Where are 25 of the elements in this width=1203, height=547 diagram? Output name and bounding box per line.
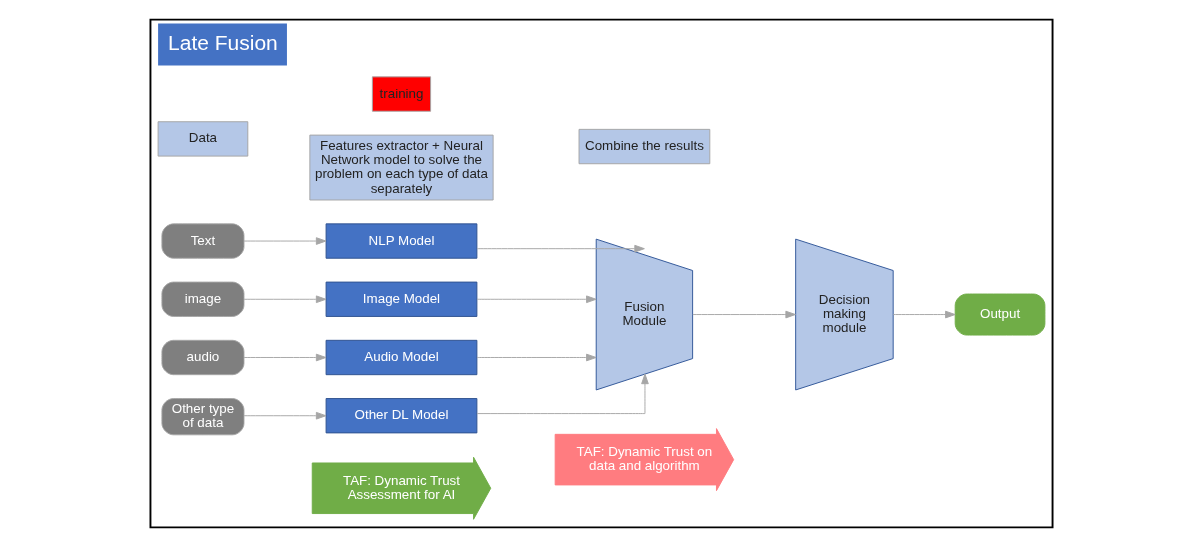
node-box: Other DL Model [325,398,478,434]
node-box: Combine the results [578,128,711,165]
node-box: Decision making module [795,238,894,391]
node-box: Data [157,121,249,157]
arrow [476,373,649,415]
arrow [243,411,327,420]
node-box: training [371,76,432,112]
arrow [243,295,327,304]
arrow [476,295,597,304]
arrow [243,237,327,245]
node-box: NLP Model [325,223,478,259]
arrow [892,310,956,319]
arrow [243,353,327,362]
node-box: Text [161,223,245,259]
node-box: Fusion Module [595,238,694,391]
node-box: Audio Model [325,339,478,376]
arrow [692,310,796,319]
node-box: image [161,281,245,317]
node-box: Other type of data [161,398,245,436]
node-box: Image Model [325,281,478,317]
arrow [476,353,597,362]
arrow [476,244,645,253]
node-box: Output [954,293,1046,336]
node-box: Features extractor + Neural Network model to solve the problem on each type of data separately [309,134,494,201]
node-box: audio [161,339,245,376]
